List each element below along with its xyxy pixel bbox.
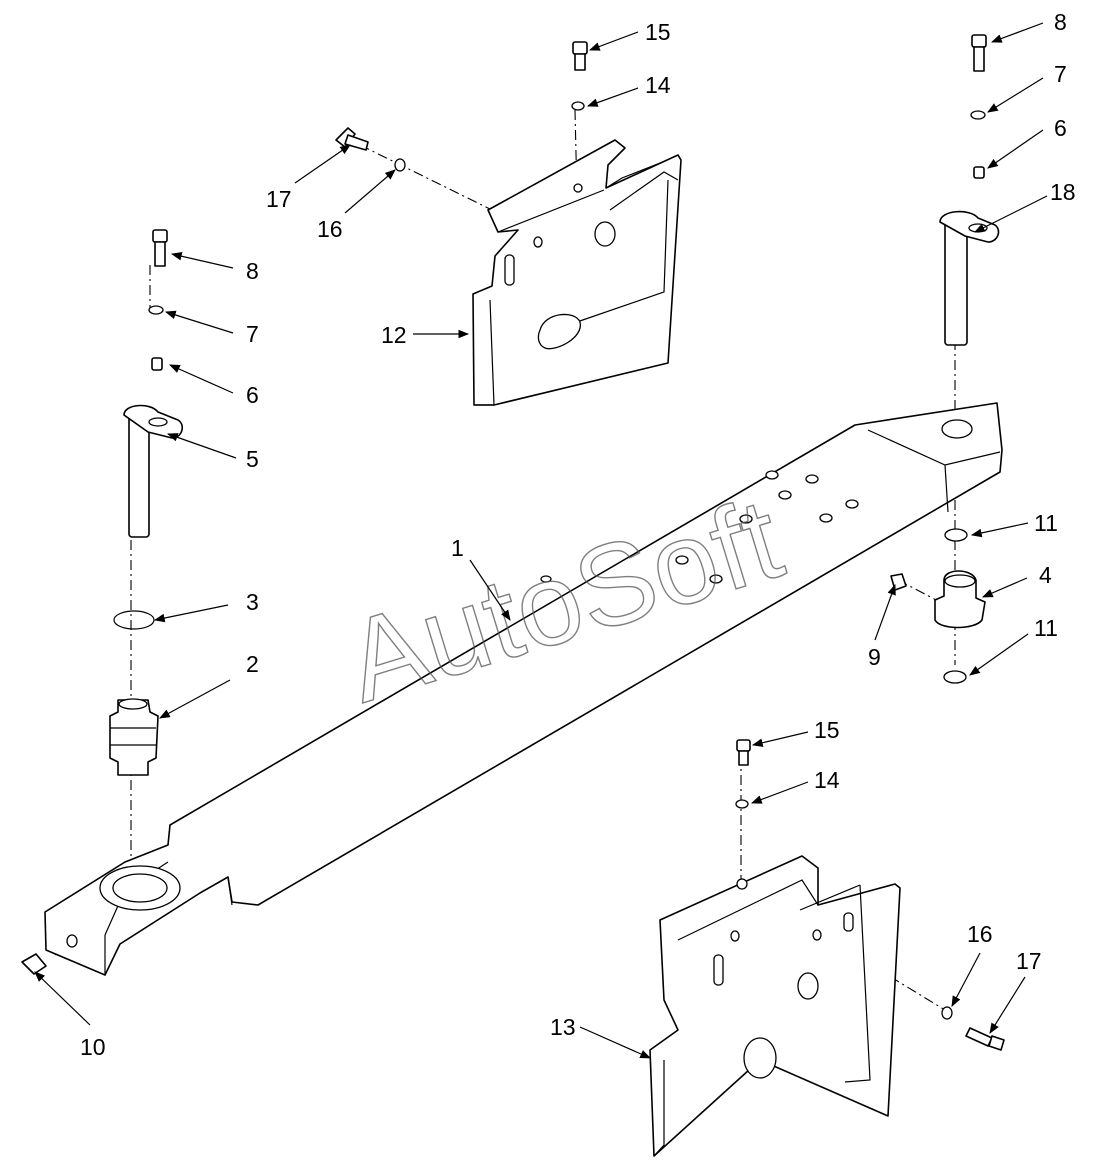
callout-10: 10 (80, 1034, 106, 1060)
callout-18: 18 (1050, 179, 1076, 205)
leader-14a (586, 87, 639, 107)
leader-14b (750, 781, 809, 804)
leader-3 (153, 604, 229, 623)
leader-7a (164, 310, 234, 334)
callout-6-right: 6 (1054, 115, 1067, 141)
leader-15a (588, 31, 639, 51)
callout-4: 4 (1039, 562, 1052, 588)
callout-2: 2 (246, 651, 259, 677)
leader-15b (751, 731, 809, 747)
callout-16-upper: 16 (317, 216, 343, 242)
drawbar (44, 402, 1003, 976)
callout-17-lower: 17 (1016, 948, 1042, 974)
callout-6-left: 6 (246, 382, 259, 408)
callout-leaders (34, 22, 1048, 1059)
pin-18 (939, 210, 1000, 346)
callout-15-lower: 15 (814, 717, 840, 743)
leader-5 (166, 433, 237, 459)
leader-13 (579, 1026, 651, 1059)
upper-bracket (472, 139, 682, 406)
leader-2 (159, 679, 231, 719)
leader-8b (990, 22, 1044, 43)
callout-9: 9 (868, 644, 881, 670)
leader-7b (987, 77, 1044, 113)
leader-16a (344, 169, 396, 214)
leader-18 (974, 195, 1048, 233)
callout-3: 3 (246, 589, 259, 615)
callout-13: 13 (550, 1014, 576, 1040)
callout-12: 12 (381, 322, 407, 348)
callout-14-lower: 14 (814, 767, 840, 793)
callout-15-upper: 15 (645, 19, 671, 45)
callout-1: 1 (451, 535, 464, 561)
leader-17b (989, 976, 1026, 1034)
leader-16b (951, 952, 981, 1007)
pin-5 (123, 404, 184, 538)
retaining-ring-3 (113, 610, 155, 630)
callout-17-upper: 17 (266, 186, 292, 212)
callout-8-left: 8 (246, 258, 259, 284)
leader-8a (170, 251, 234, 269)
callout-8-right: 8 (1054, 9, 1067, 35)
callout-14-upper: 14 (645, 72, 671, 98)
leader-4 (982, 577, 1028, 598)
leader-6a (169, 364, 234, 394)
leader-11a (970, 522, 1029, 538)
leader-17a (294, 144, 351, 184)
callout-11-upper: 11 (1034, 510, 1058, 536)
lower-bracket (649, 855, 901, 1157)
callout-11-lower: 11 (1034, 615, 1058, 641)
callout-7-right: 7 (1054, 61, 1067, 87)
callout-7-left: 7 (246, 321, 259, 347)
leader-10 (34, 971, 91, 1026)
leader-11b (969, 633, 1029, 676)
bushing-2 (109, 698, 159, 776)
leader-9 (874, 583, 896, 641)
callout-16-lower: 16 (967, 921, 993, 947)
leader-6b (987, 129, 1044, 169)
bushing-4 (934, 570, 986, 629)
callout-labels: 1 2 3 4 5 6 7 8 6 7 8 9 10 11 11 12 13 1… (80, 9, 1076, 1060)
leader-1 (469, 559, 511, 621)
fastener-hardware (21, 34, 1005, 1051)
callout-5: 5 (246, 446, 259, 472)
